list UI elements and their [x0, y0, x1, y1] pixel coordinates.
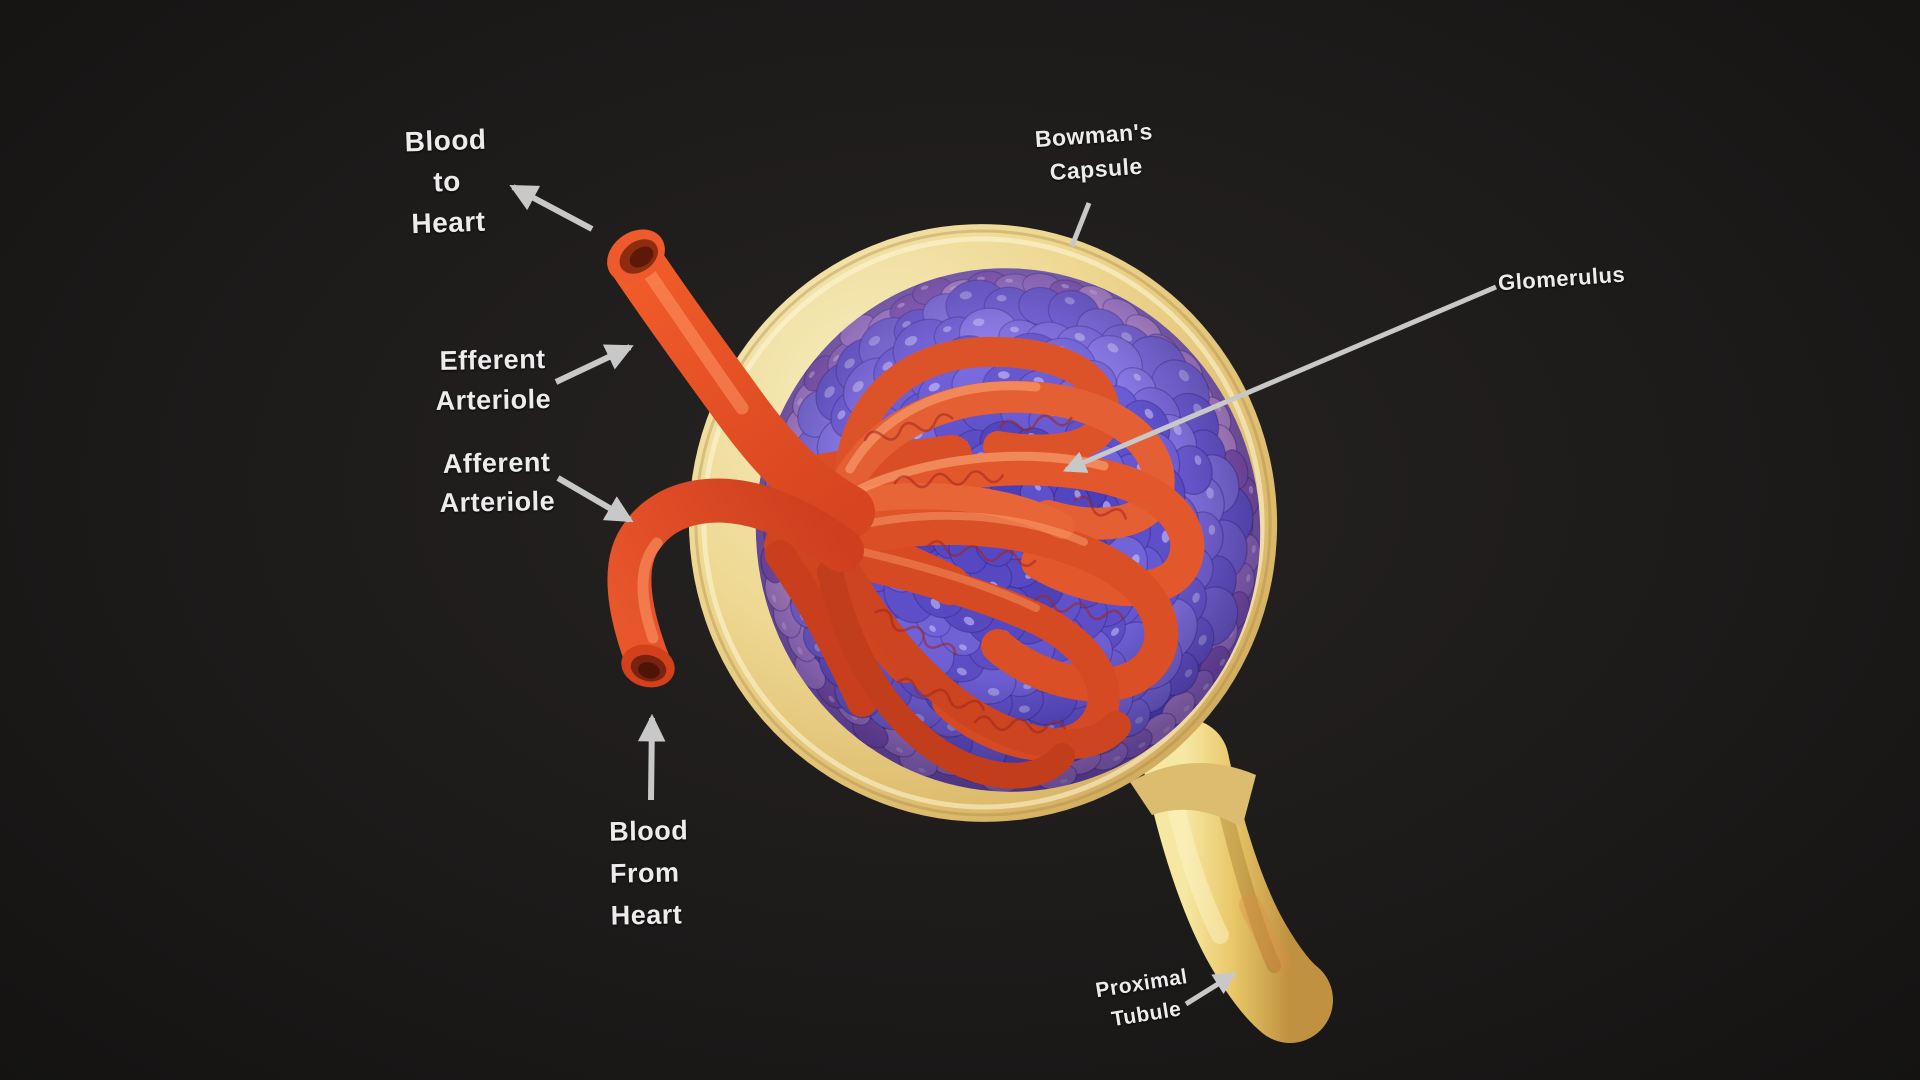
label-efferent-arteriole: Efferent Arteriole	[420, 339, 565, 422]
label-line: Efferent	[439, 344, 546, 376]
proximal-tubule-arrow	[1184, 971, 1237, 1007]
label-line: Heart	[610, 899, 683, 931]
afferent-arteriole-model	[607, 478, 864, 688]
label-line: to	[432, 165, 462, 198]
glomerulus-line	[1062, 284, 1497, 473]
blood-to-heart-arrow	[509, 184, 594, 232]
label-blood-from-heart: Blood From Heart	[609, 809, 690, 936]
label-line: Afferent	[442, 447, 551, 479]
efferent-arteriole-arrow	[554, 344, 634, 385]
label-bowmans-capsule: Bowman's Capsule	[1028, 114, 1162, 191]
pointer-arrows	[509, 184, 1497, 1007]
glomerulus-capillaries	[764, 336, 1205, 789]
label-line: Heart	[410, 205, 486, 240]
label-line: Blood	[609, 815, 689, 847]
label-line: From	[609, 857, 680, 889]
afferent-arteriole-arrow	[556, 475, 634, 523]
label-line: Arteriole	[439, 485, 556, 519]
label-blood-to-heart: Blood to Heart	[381, 118, 513, 245]
label-afferent-arteriole: Afferent Arteriole	[424, 443, 569, 524]
blood-from-heart-arrow	[637, 713, 666, 801]
label-line: Arteriole	[435, 383, 552, 417]
bowmans-capsule-line	[1069, 202, 1092, 247]
label-line: Blood	[404, 123, 487, 158]
efferent-arteriole-model	[607, 229, 875, 539]
